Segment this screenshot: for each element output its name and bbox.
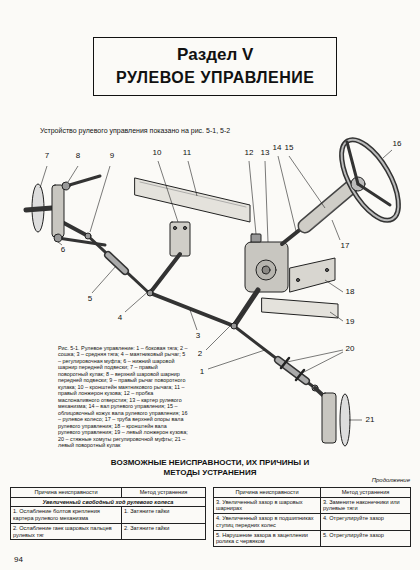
callout-number: 9 bbox=[109, 152, 115, 160]
filler-plug bbox=[251, 234, 261, 242]
upper-ball-joint bbox=[62, 182, 70, 190]
callout-number: 5 bbox=[87, 295, 93, 303]
table-cell: 4. Отрегулируйте зазор bbox=[321, 514, 411, 530]
left-steering-knuckle bbox=[322, 393, 336, 443]
column-shroud bbox=[305, 188, 350, 226]
callout-number: 18 bbox=[345, 288, 356, 296]
adjusting-sleeve bbox=[108, 255, 125, 271]
callout-number: 14 bbox=[272, 144, 283, 152]
page-number: 94 bbox=[14, 555, 44, 565]
table-cell: 3. Увеличенный зазор в шаровых шарнирах bbox=[214, 498, 321, 514]
callout-number: 13 bbox=[260, 149, 271, 157]
table-cell: 1. Затяните гайки bbox=[122, 507, 206, 523]
column-bracket bbox=[290, 258, 335, 292]
left-side-member bbox=[262, 298, 338, 318]
pitman-arm bbox=[234, 290, 258, 326]
idler-arm bbox=[150, 254, 180, 293]
callout-number: 8 bbox=[75, 152, 81, 160]
callout-number: 16 bbox=[392, 140, 403, 148]
continued-note: Продолжение bbox=[340, 477, 410, 484]
callout-number: 21 bbox=[365, 416, 376, 424]
right-steering-knuckle bbox=[52, 185, 64, 237]
steering-wheel bbox=[330, 131, 410, 229]
right-side-member bbox=[135, 178, 250, 222]
section-heading: ВОЗМОЖНЫЕ НЕИСПРАВНОСТИ, ИХ ПРИЧИНЫ И МЕ… bbox=[95, 458, 325, 477]
callout-number: 20 bbox=[345, 345, 356, 353]
steering-gear-housing bbox=[245, 242, 288, 292]
callout-number: 2 bbox=[197, 350, 203, 358]
table-header: Метод устранения bbox=[122, 488, 206, 498]
fault-table: Причина неисправностиМетод устранения3. … bbox=[213, 487, 411, 547]
section-number: Раздел V bbox=[116, 44, 314, 67]
callout-number: 17 bbox=[340, 242, 351, 250]
section-title: РУЛЕВОЕ УПРАВЛЕНИЕ bbox=[116, 67, 314, 89]
table-cell: 4. Увеличенный зазор в подшипниках ступи… bbox=[214, 514, 321, 530]
callout-number: 10 bbox=[152, 149, 163, 157]
clamp bbox=[281, 358, 289, 368]
callout-number: 12 bbox=[244, 149, 255, 157]
lower-ball-joint bbox=[54, 234, 62, 242]
table-header: Метод устранения bbox=[321, 488, 411, 498]
table-cell: 1. Ослабление болтов крепления картера р… bbox=[11, 507, 122, 523]
callout-number: 19 bbox=[345, 318, 356, 326]
callout-number: 3 bbox=[195, 332, 201, 340]
table-header: Причина неисправности bbox=[214, 488, 321, 498]
table-group-row: Увеличенный свободный ход рулевого колес… bbox=[11, 498, 206, 508]
table-header: Причина неисправности bbox=[11, 488, 122, 498]
idler-bracket bbox=[170, 222, 190, 256]
left-tie-rod bbox=[234, 326, 315, 388]
table-cell: 2. Затяните гайки bbox=[122, 524, 206, 540]
intro-text: Устройство рулевого управления показано … bbox=[40, 127, 255, 135]
callout-number: 1 bbox=[199, 368, 205, 376]
centre-link bbox=[150, 293, 234, 326]
clamp bbox=[296, 370, 304, 380]
figure-caption: Рис. 5-1. Рулевое управление: 1 – бокова… bbox=[58, 345, 188, 449]
table-cell: 5. Отрегулируйте зазор bbox=[321, 531, 411, 547]
table-cell: 3. Замените наконечники или рулевые тяги bbox=[321, 498, 411, 514]
fault-table: Причина неисправностиМетод устраненияУве… bbox=[10, 487, 206, 540]
callout-number: 4 bbox=[117, 314, 123, 322]
steering-arm bbox=[62, 222, 88, 236]
callout-number: 7 bbox=[44, 152, 50, 160]
table-cell: 5. Нарушение зазора в зацеплении ролика … bbox=[214, 531, 321, 547]
callout-number: 6 bbox=[60, 246, 66, 254]
section-title-box: Раздел VРУЛЕВОЕ УПРАВЛЕНИЕ bbox=[93, 37, 337, 96]
table-cell: 2. Ослабление гаек шаровых пальцев рулев… bbox=[11, 524, 122, 540]
callout-number: 11 bbox=[182, 149, 192, 157]
callout-number: 15 bbox=[284, 144, 295, 152]
